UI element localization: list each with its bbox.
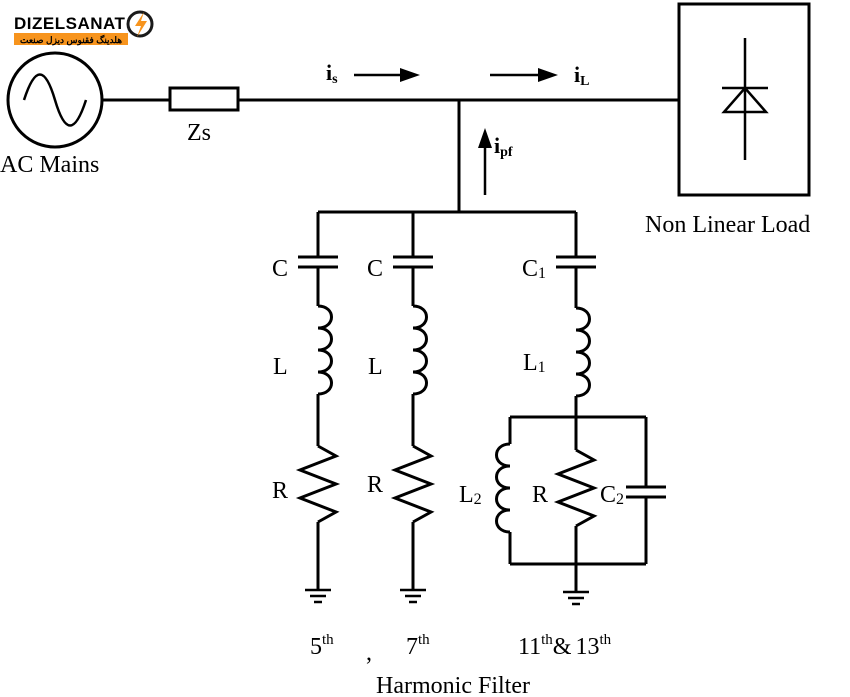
capacitor-c [393, 255, 433, 269]
resistor-r [390, 444, 436, 524]
non-linear-load-label: Non Linear Load [645, 212, 810, 238]
capacitor-c2 [626, 485, 666, 499]
capacitor-c1 [556, 255, 596, 269]
branch1-c-label: C [272, 256, 288, 282]
arrow-is [354, 68, 420, 82]
filter-branch-5th [295, 212, 341, 604]
branch3-c2-label: C2 [600, 482, 624, 508]
inductor-l [317, 304, 333, 396]
capacitor-c [298, 255, 338, 269]
inductor-l [412, 304, 428, 396]
ipf-label: ipf [494, 133, 513, 160]
logo-brand: DIZELSANAT [14, 14, 126, 33]
ground-icon [563, 590, 589, 606]
sine-wave-icon [22, 73, 88, 127]
branch2-l-label: L [368, 354, 383, 380]
ac-source [6, 51, 104, 149]
branch1-l-label: L [273, 354, 288, 380]
arrow-ipf [478, 128, 492, 195]
ground-icon [400, 588, 426, 604]
resistor-r [553, 448, 599, 528]
filter-branch-11th-13th [495, 212, 666, 606]
branch3-l1-label: L1 [523, 350, 546, 376]
ac-mains-label: AC Mains [0, 152, 99, 178]
harmonic-filter-caption: Harmonic Filter [376, 673, 530, 697]
harmonic-5th-label: 5th [310, 632, 334, 660]
lightning-bolt-icon [126, 10, 154, 38]
branch1-r-label: R [272, 478, 288, 504]
branch3-r-label: R [532, 482, 548, 508]
harmonic-7th-label: 7th [406, 632, 430, 660]
harmonic-separator: , [366, 640, 372, 666]
arrow-il [490, 68, 558, 82]
logo-tagline-bar [14, 33, 128, 45]
inductor-l2 [495, 442, 511, 534]
filter-branch-7th [390, 212, 436, 604]
impedance-zs [168, 86, 240, 112]
il-label: iL [574, 62, 589, 89]
branch2-c-label: C [367, 256, 383, 282]
zs-label: Zs [187, 120, 211, 146]
is-label: is [326, 60, 338, 87]
branch2-r-label: R [367, 472, 383, 498]
branch3-c1-label: C1 [522, 256, 546, 282]
resistor-r [295, 444, 341, 524]
diode-icon [721, 38, 769, 160]
brand-logo: DIZELSANAT هلدینگ فقنوس دیزل صنعت [14, 10, 154, 46]
ground-icon [305, 588, 331, 604]
branch3-l2-label: L2 [459, 482, 482, 508]
logo-tagline: هلدینگ فقنوس دیزل صنعت [20, 34, 122, 46]
non-linear-load-box [677, 2, 811, 197]
harmonic-11th-13th-label: 11th&13th [518, 632, 612, 660]
inductor-l1 [575, 306, 591, 398]
